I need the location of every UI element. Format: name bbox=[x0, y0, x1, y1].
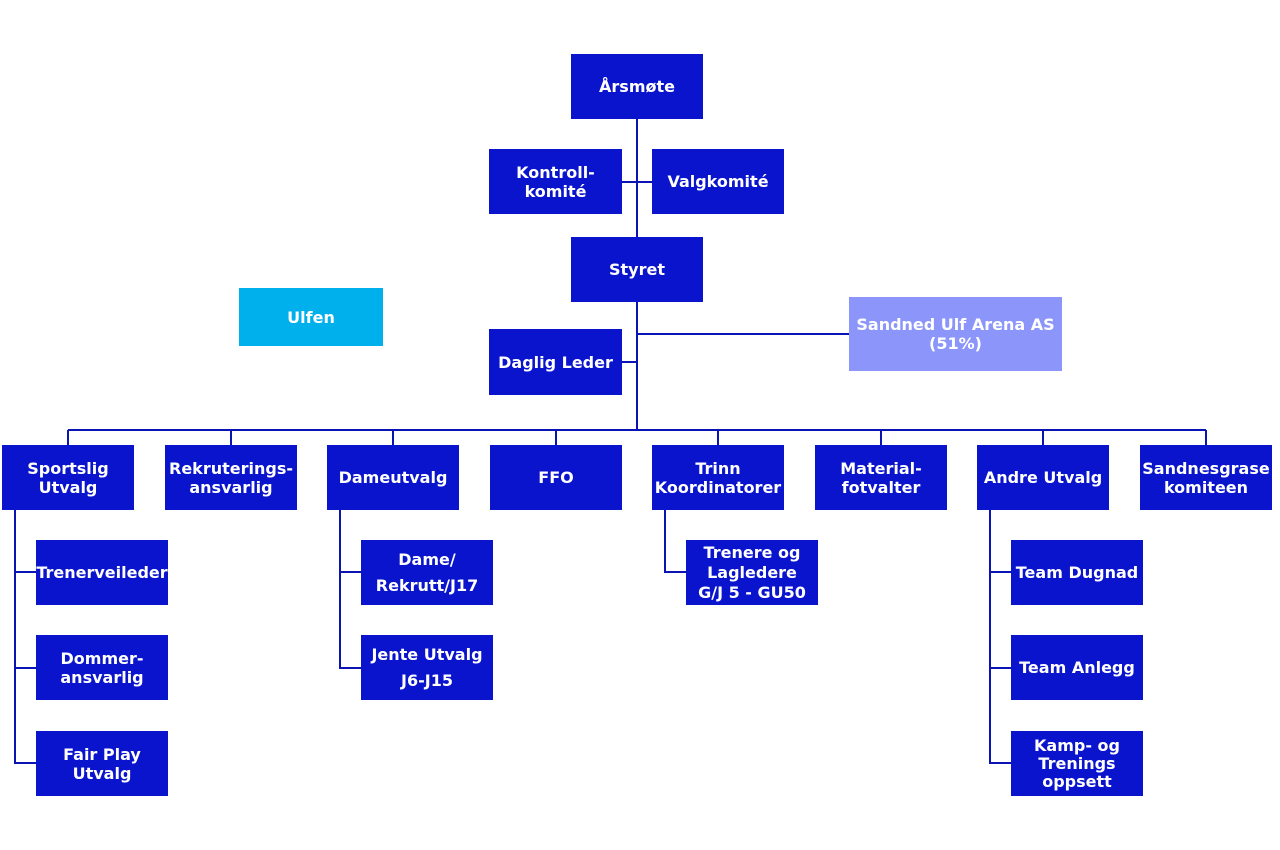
dept-sportslig-utvalg: Sportslig Utvalg bbox=[2, 445, 134, 510]
styret-box: Styret bbox=[571, 237, 703, 302]
dept-trinn-koordinatorer: Trinn Koordinatorer bbox=[652, 445, 784, 510]
sportslig-branch bbox=[14, 510, 36, 764]
sub-dame-rekrutt-j17: Dame/ Rekrutt/J17 bbox=[361, 540, 493, 605]
sub-trenerveileder: Trenerveileder bbox=[36, 540, 168, 605]
sub-team-dugnad: Team Dugnad bbox=[1011, 540, 1143, 605]
arena-box: Sandned Ulf Arena AS (51%) bbox=[849, 297, 1062, 371]
andre-branch bbox=[989, 510, 1011, 764]
sub-kamp-og-trenings-oppsett: Kamp- og Trenings oppsett bbox=[1011, 731, 1143, 796]
sub-trenere-og-lagledere: Trenere og Lagledere G/J 5 - GU50 bbox=[686, 540, 818, 605]
daglig-leder-box: Daglig Leder bbox=[489, 329, 622, 395]
arsmote-box: Årsmøte bbox=[571, 54, 703, 119]
sub-fair-play-utvalg: Fair Play Utvalg bbox=[36, 731, 168, 796]
dame-branch bbox=[339, 510, 361, 669]
trinn-branch bbox=[664, 510, 686, 573]
dept-ffo: FFO bbox=[490, 445, 622, 510]
valgkomite-box: Valgkomité bbox=[652, 149, 784, 214]
sub-team-anlegg: Team Anlegg bbox=[1011, 635, 1143, 700]
dept-sandnesgrase-komiteen: Sandnesgrase komiteen bbox=[1140, 445, 1272, 510]
sub-dommeransvarlig: Dommer- ansvarlig bbox=[36, 635, 168, 700]
ulfen-box: Ulfen bbox=[239, 288, 383, 346]
dept-materialforvalter: Material- fotvalter bbox=[815, 445, 947, 510]
kontrollkomite-box: Kontroll- komité bbox=[489, 149, 622, 214]
dept-dameutvalg: Dameutvalg bbox=[327, 445, 459, 510]
sub-jente-utvalg: Jente Utvalg J6-J15 bbox=[361, 635, 493, 700]
dept-andre-utvalg: Andre Utvalg bbox=[977, 445, 1109, 510]
dept-rekruteringsansvarlig: Rekruterings- ansvarlig bbox=[165, 445, 297, 510]
